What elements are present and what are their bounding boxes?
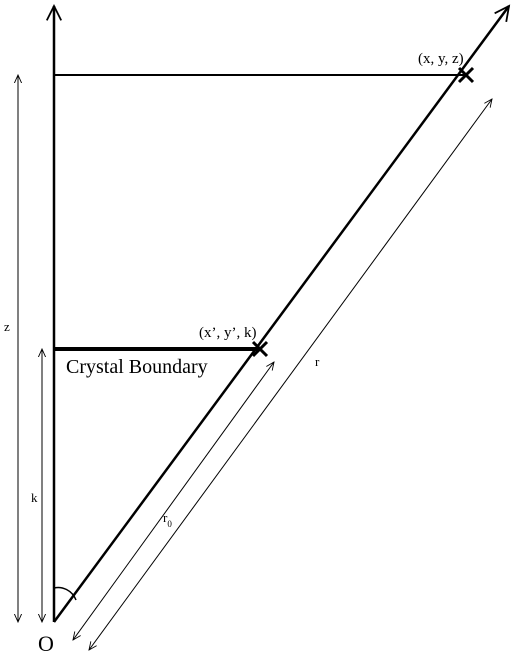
r0-dimension-arrow [73, 362, 274, 640]
origin-label: O [38, 631, 54, 656]
r-dimension-arrow [89, 99, 492, 650]
k-dimension-label: k [31, 490, 38, 505]
crystal-boundary-label: Crystal Boundary [66, 356, 208, 378]
point-boundary-label: (x’, y’, k) [199, 325, 256, 341]
diagonal-ray [52, 6, 509, 623]
r0-dimension-label: r0 [163, 510, 172, 529]
point-xyz-marker [457, 66, 475, 84]
point-xyz-label: (x, y, z) [418, 51, 464, 67]
r-dimension-label: r [315, 354, 320, 369]
z-dimension-label: z [4, 319, 10, 334]
r0-subscript: 0 [167, 519, 172, 529]
r0-base: r [163, 510, 168, 525]
